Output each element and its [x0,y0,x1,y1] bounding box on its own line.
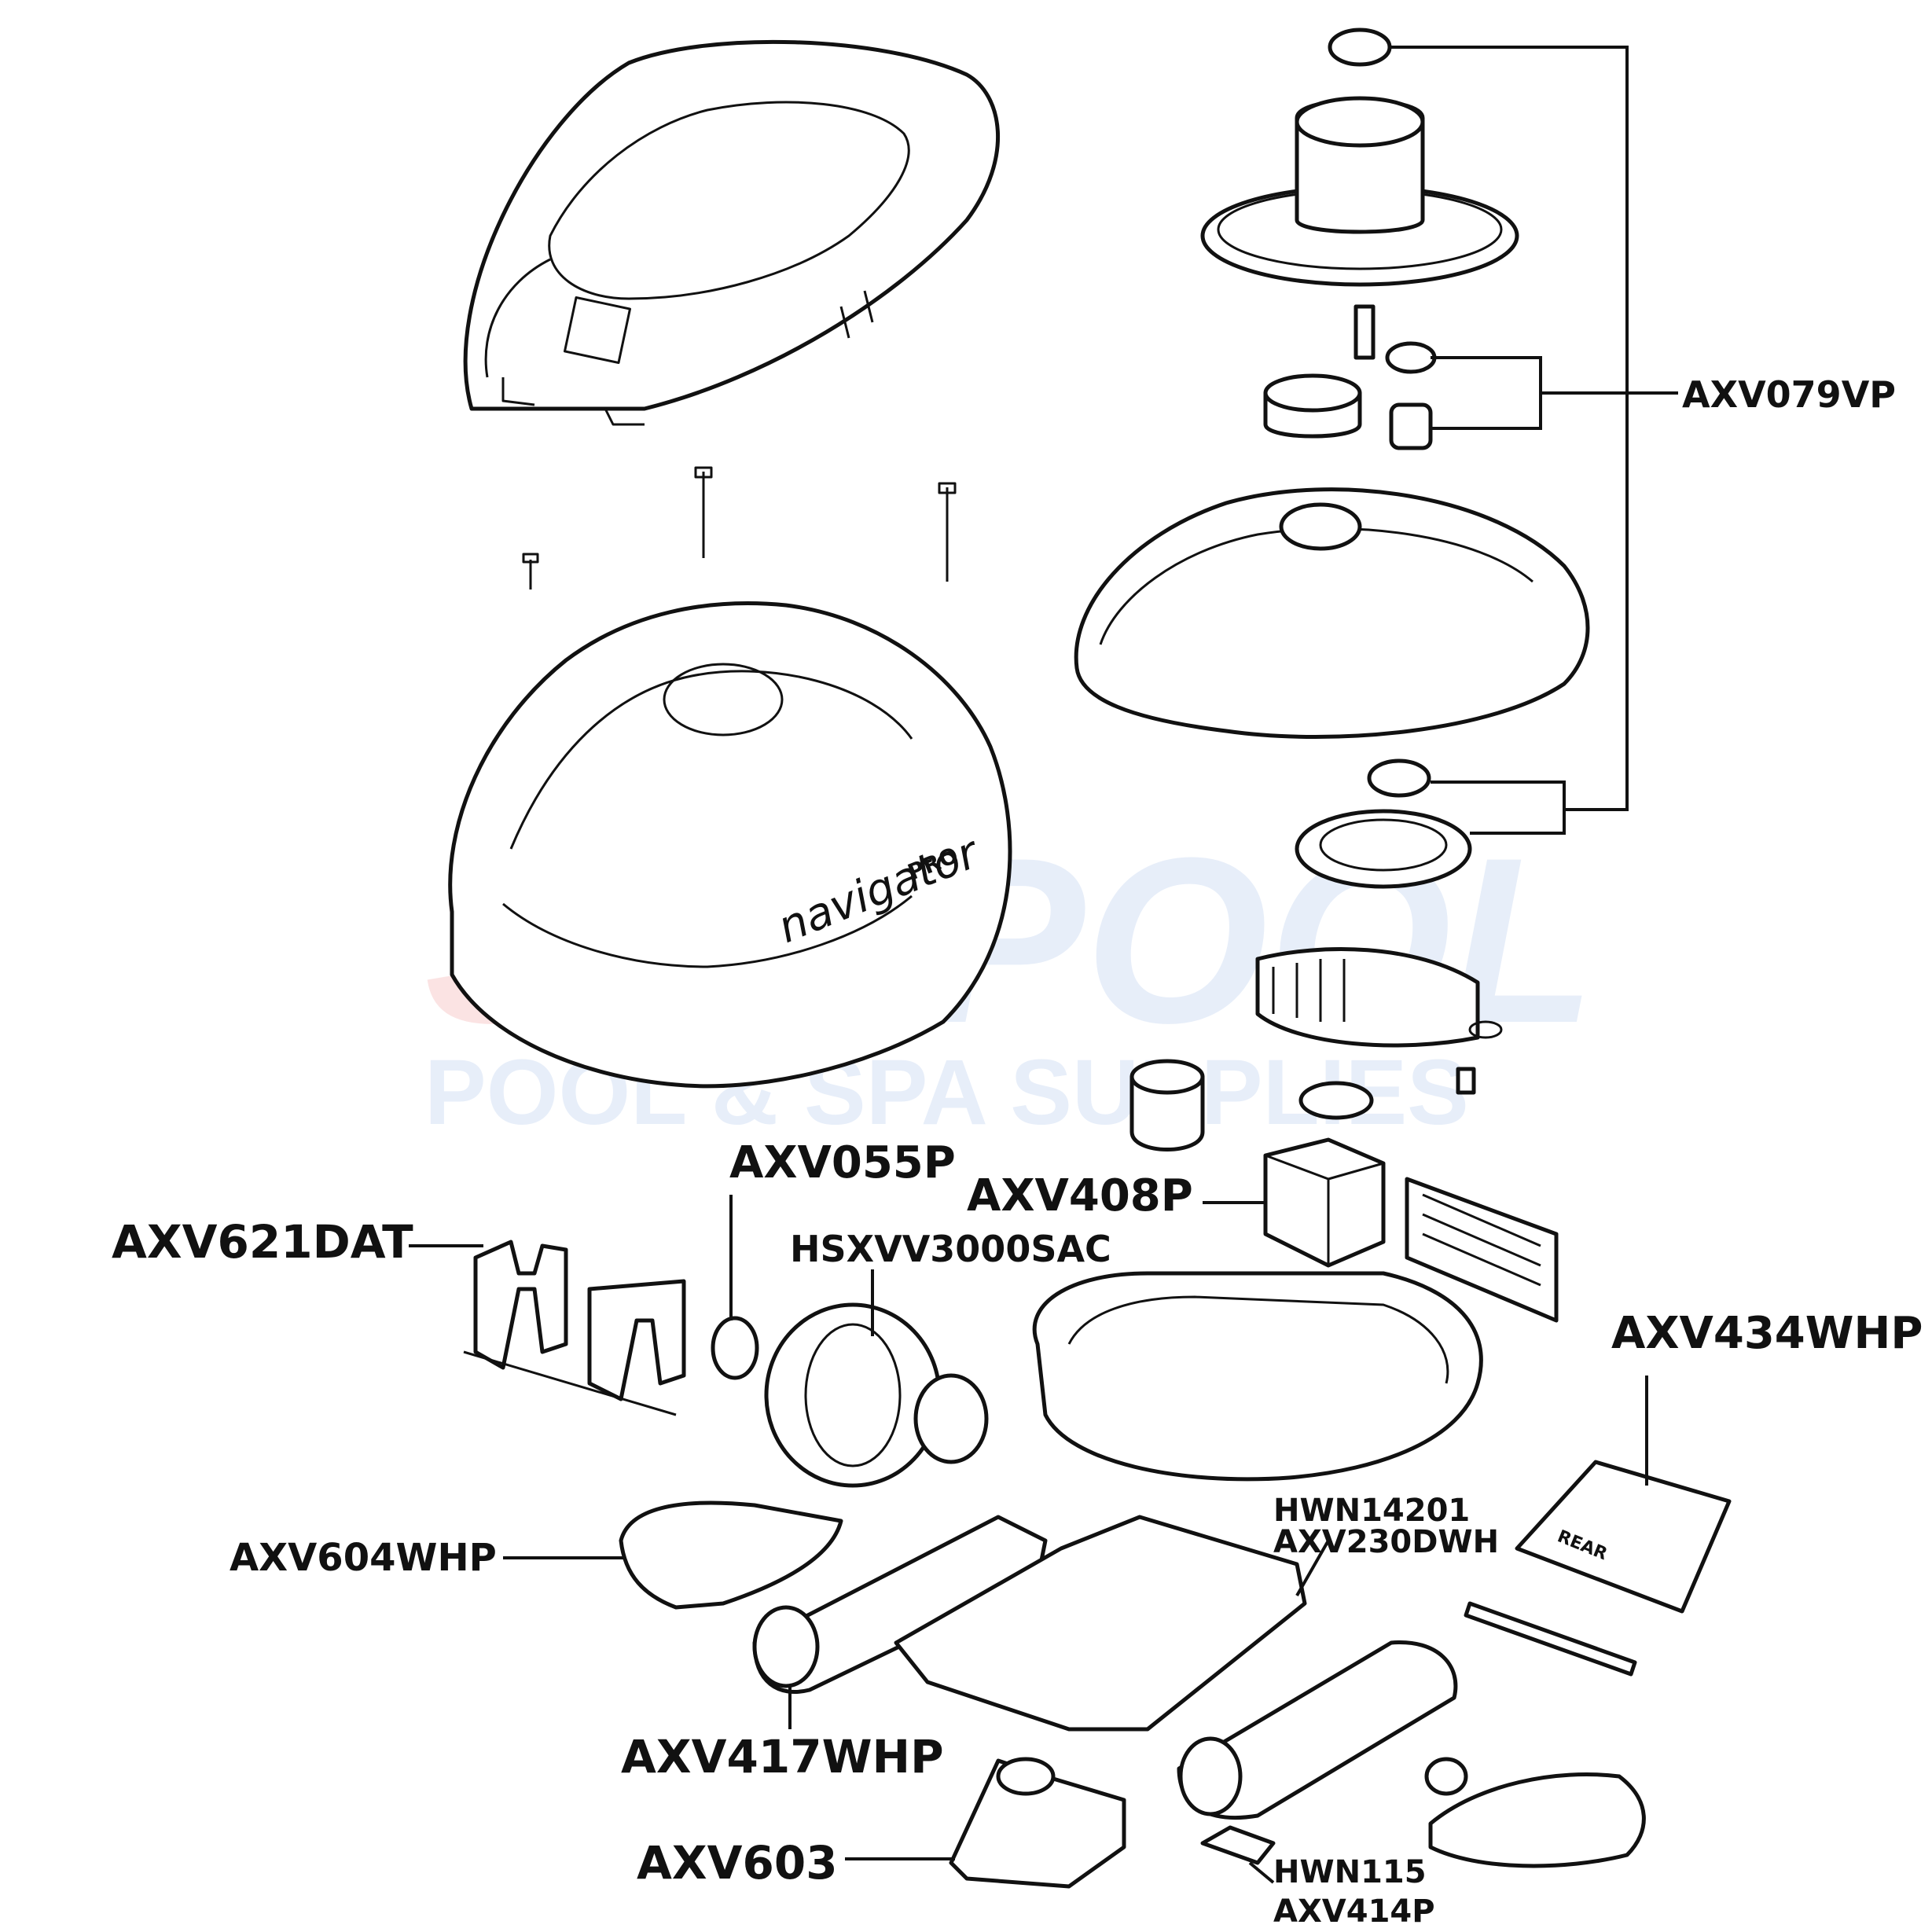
axv621dat-part [463,1240,686,1416]
label-hwn115: HWN115 [1273,1854,1427,1890]
small-hardware [1129,1059,1476,1151]
lower-body-tray [1032,1271,1483,1482]
vent-grille-part [1405,1177,1559,1323]
label-axv230dwh: AXV230DWH [1273,1524,1499,1560]
axv603-part [949,1757,1126,1889]
pin [1354,304,1376,360]
axv055p-part [711,1316,759,1380]
small-top-gear [1328,28,1392,67]
cover-screws [522,466,957,590]
part-labels: AXV079VP AXV055P AXV408P AXV621DAT HSXVV… [112,373,1923,1930]
axv408p-part [1263,1137,1386,1268]
impeller-housing [1255,947,1503,1048]
right-track-part [1177,1640,1458,1820]
label-axv603: AXV603 [637,1836,838,1890]
hsxvv3000sac-part [764,1302,989,1488]
label-axv621dat: AXV621DAT [112,1215,413,1269]
label-axv079vp: AXV079VP [1682,373,1896,416]
middle-gears [1295,758,1472,889]
watermark-brand-second: POOL [927,808,1596,1072]
main-body-part: navigator PRO [448,601,1012,1089]
label-axv434whp: AXV434WHP [1611,1308,1923,1359]
small-bushing-part [1424,1757,1468,1796]
right-end-cap-part [1428,1772,1646,1868]
chassis-part [894,1515,1307,1732]
label-axv604whp: AXV604WHP [230,1536,497,1580]
top-cover-part [463,39,1000,426]
hwn115-part [1200,1825,1276,1865]
gear-assembly [1200,28,1519,450]
axv079vp-bearing [1389,402,1433,450]
bushing [1129,1074,1205,1151]
leader-lines [409,46,1678,1884]
label-axv417whp: AXV417WHP [621,1730,944,1783]
label-axv055p: AXV055P [729,1137,956,1188]
axv604whp-part [619,1500,843,1610]
axv079vp-gear [1385,341,1437,374]
label-axv408p: AXV408P [967,1170,1193,1221]
label-axv414p: AXV414P [1273,1893,1435,1930]
label-hsxvv3000sac: HSXVV3000SAC [790,1228,1111,1270]
axle-rod-part [1464,1601,1637,1677]
axv434whp-part: REAR [1515,1460,1732,1614]
pump-housing-cover [1074,487,1590,739]
label-hwn14201: HWN14201 [1273,1493,1470,1529]
